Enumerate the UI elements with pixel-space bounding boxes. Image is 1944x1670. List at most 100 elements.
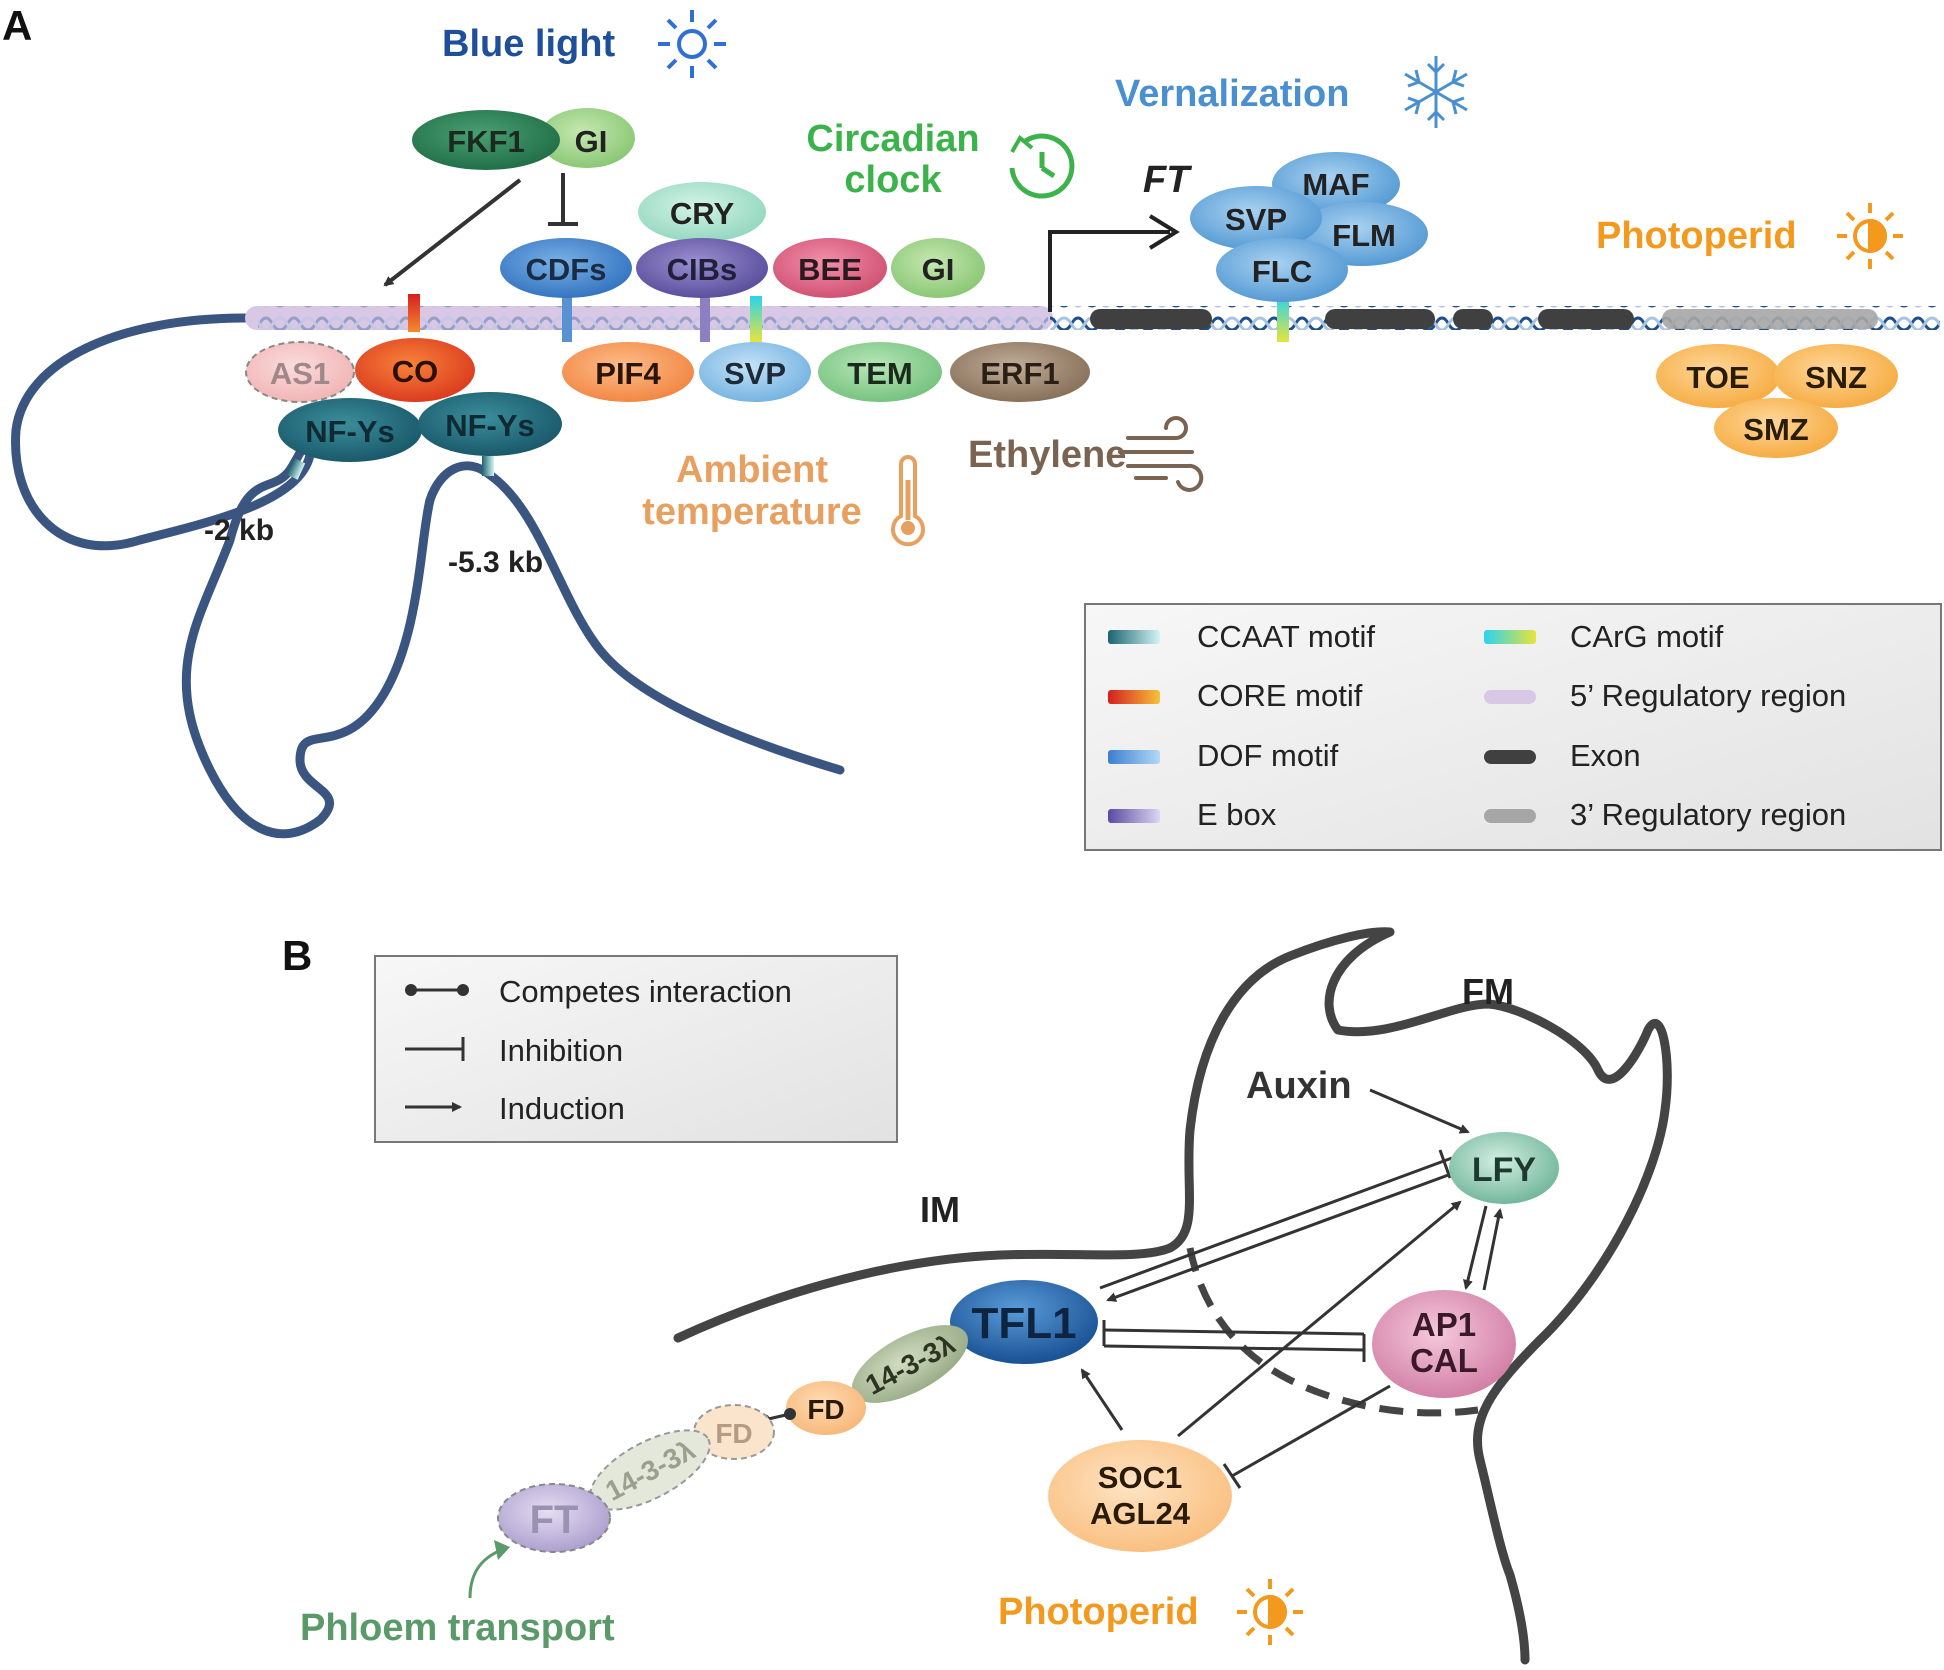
protein-toe-label: TOE (1686, 360, 1749, 395)
distance-5kb-label: -5.3 kb (448, 546, 543, 579)
auxin-label: Auxin (1246, 1065, 1352, 1107)
exon-3 (1453, 309, 1493, 329)
protein-fkf1-label: FKF1 (447, 124, 525, 159)
legend-competes-dot-left (405, 984, 417, 996)
legend-swatch-ebox (1108, 809, 1160, 823)
protein-ft-label: FT (530, 1498, 579, 1542)
im-label: IM (920, 1189, 960, 1230)
protein-erf1 (950, 342, 1090, 402)
legend-swatch-reg5 (1484, 690, 1536, 704)
snowflake-icon (1404, 56, 1468, 128)
protein-erf1-label: ERF1 (980, 356, 1059, 391)
protein-smz-label: SMZ (1743, 412, 1809, 447)
carg-motif-gene (1277, 296, 1289, 342)
legend-reg3: 3’ Regulatory region (1570, 797, 1846, 832)
protein-snz-label: SNZ (1805, 360, 1867, 395)
protein-svp-lower-label: SVP (724, 356, 786, 391)
protein-cry-label: CRY (670, 196, 735, 231)
legend-inhibition: Inhibition (499, 1033, 623, 1068)
protein-nfy-2-label: NF-Ys (445, 408, 535, 443)
protein-toe (1656, 344, 1780, 408)
legend-exon: Exon (1570, 738, 1641, 773)
ap1-inhibits-soc1-bar (1222, 1463, 1242, 1489)
panel-a-label: A (2, 2, 32, 49)
ccaat-anchor-2kb (286, 458, 306, 480)
protein-fd-ghost-label: FD (715, 1418, 752, 1449)
legend-ccaat: CCAAT motif (1197, 619, 1375, 654)
distance-2kb-label: -2 kb (204, 514, 274, 547)
ap1-inhibits-soc1-line (1231, 1384, 1391, 1478)
tss-arrowhead (1148, 214, 1180, 250)
wind-icon (1118, 416, 1204, 492)
protein-co-label: CO (392, 354, 439, 389)
ambient-label-line2: temperature (642, 491, 862, 533)
clock-icon (1009, 133, 1075, 199)
legend-swatch-exon (1484, 750, 1536, 764)
protein-lfy-label: LFY (1472, 1151, 1537, 1189)
protein-cibs (636, 238, 768, 298)
protein-pif4 (562, 342, 694, 402)
legend-swatch-reg3 (1484, 809, 1536, 823)
protein-bee (773, 238, 887, 298)
protein-nfy-1 (278, 398, 422, 462)
protein-ft (497, 1483, 611, 1553)
protein-tfl1 (950, 1280, 1098, 1364)
interaction-legend: Competes interaction Inhibition Inductio… (374, 955, 898, 1143)
soc1-induces-lfy-arrow (1177, 1200, 1462, 1438)
carg-motif-5prime (750, 296, 762, 342)
protein-svp-upper-label: SVP (1225, 202, 1287, 237)
protein-ap1-label: AP1 (1412, 1306, 1476, 1343)
phloem-arrowhead (494, 1540, 510, 1560)
protein-svp-upper (1190, 186, 1322, 250)
protein-as1-label: AS1 (270, 356, 330, 391)
protein-gi-top-label: GI (575, 124, 608, 159)
protein-bee-label: BEE (798, 252, 862, 287)
protein-lfy (1449, 1132, 1559, 1204)
legend-ebox: E box (1197, 797, 1277, 832)
phloem-transport-label: Phloem transport (300, 1607, 615, 1649)
circadian-label-line1: Circadian (806, 118, 979, 160)
protein-tfl1-label: TFL1 (971, 1299, 1076, 1348)
sun-icon-blue (658, 10, 726, 78)
protein-gi-mid-label: GI (922, 252, 955, 287)
legend-swatch-carg (1484, 630, 1536, 644)
protein-flm-label: FLM (1332, 218, 1396, 253)
sun-half-icon-a (1837, 203, 1903, 269)
competes-dot-right (784, 1408, 796, 1420)
protein-1433 (851, 1325, 969, 1403)
photoperiod-label-a: Photoperid (1596, 215, 1797, 257)
ambient-label-line1: Ambient (676, 449, 828, 491)
sun-half-icon-b (1237, 1579, 1303, 1645)
protein-fkf1 (412, 110, 560, 170)
auxin-induces-lfy-arrow (1369, 1088, 1470, 1134)
protein-agl24-label: AGL24 (1090, 1496, 1191, 1531)
ap1-induces-lfy-arrow (1482, 1208, 1504, 1291)
meristem-boundary-dashed (1186, 1247, 1479, 1417)
panel-b-label: B (282, 932, 312, 979)
lfy-inhibits-tfl1-bar (1438, 1149, 1452, 1179)
protein-flc (1216, 238, 1348, 302)
protein-nfy-2 (418, 392, 562, 456)
legend-induction: Induction (499, 1091, 625, 1126)
protein-fd (786, 1381, 866, 1435)
thermometer-icon (891, 455, 925, 547)
protein-cry (638, 182, 766, 242)
tfl1-ap1-inhibit-1 (1103, 1328, 1365, 1336)
fm-label: FM (1462, 971, 1514, 1012)
protein-co (355, 338, 475, 402)
exon-1 (1090, 309, 1212, 329)
vernalization-label: Vernalization (1115, 73, 1349, 115)
legend-competes: Competes interaction (499, 974, 792, 1009)
protein-smz (1714, 398, 1838, 458)
exon-4 (1538, 309, 1634, 329)
circadian-label-line2: clock (844, 159, 942, 201)
tfl1-ap1-inhibit-2 (1103, 1344, 1365, 1352)
legend-competes-dot-right (457, 984, 469, 996)
lfy-induces-ap1-arrow (1463, 1205, 1488, 1290)
fkf1-induces-co-arrow (383, 178, 522, 287)
ebox-motif (700, 290, 710, 342)
protein-gi-top (539, 108, 635, 168)
protein-maf-label: MAF (1302, 167, 1369, 202)
ccaat-anchor-5kb (482, 456, 494, 476)
